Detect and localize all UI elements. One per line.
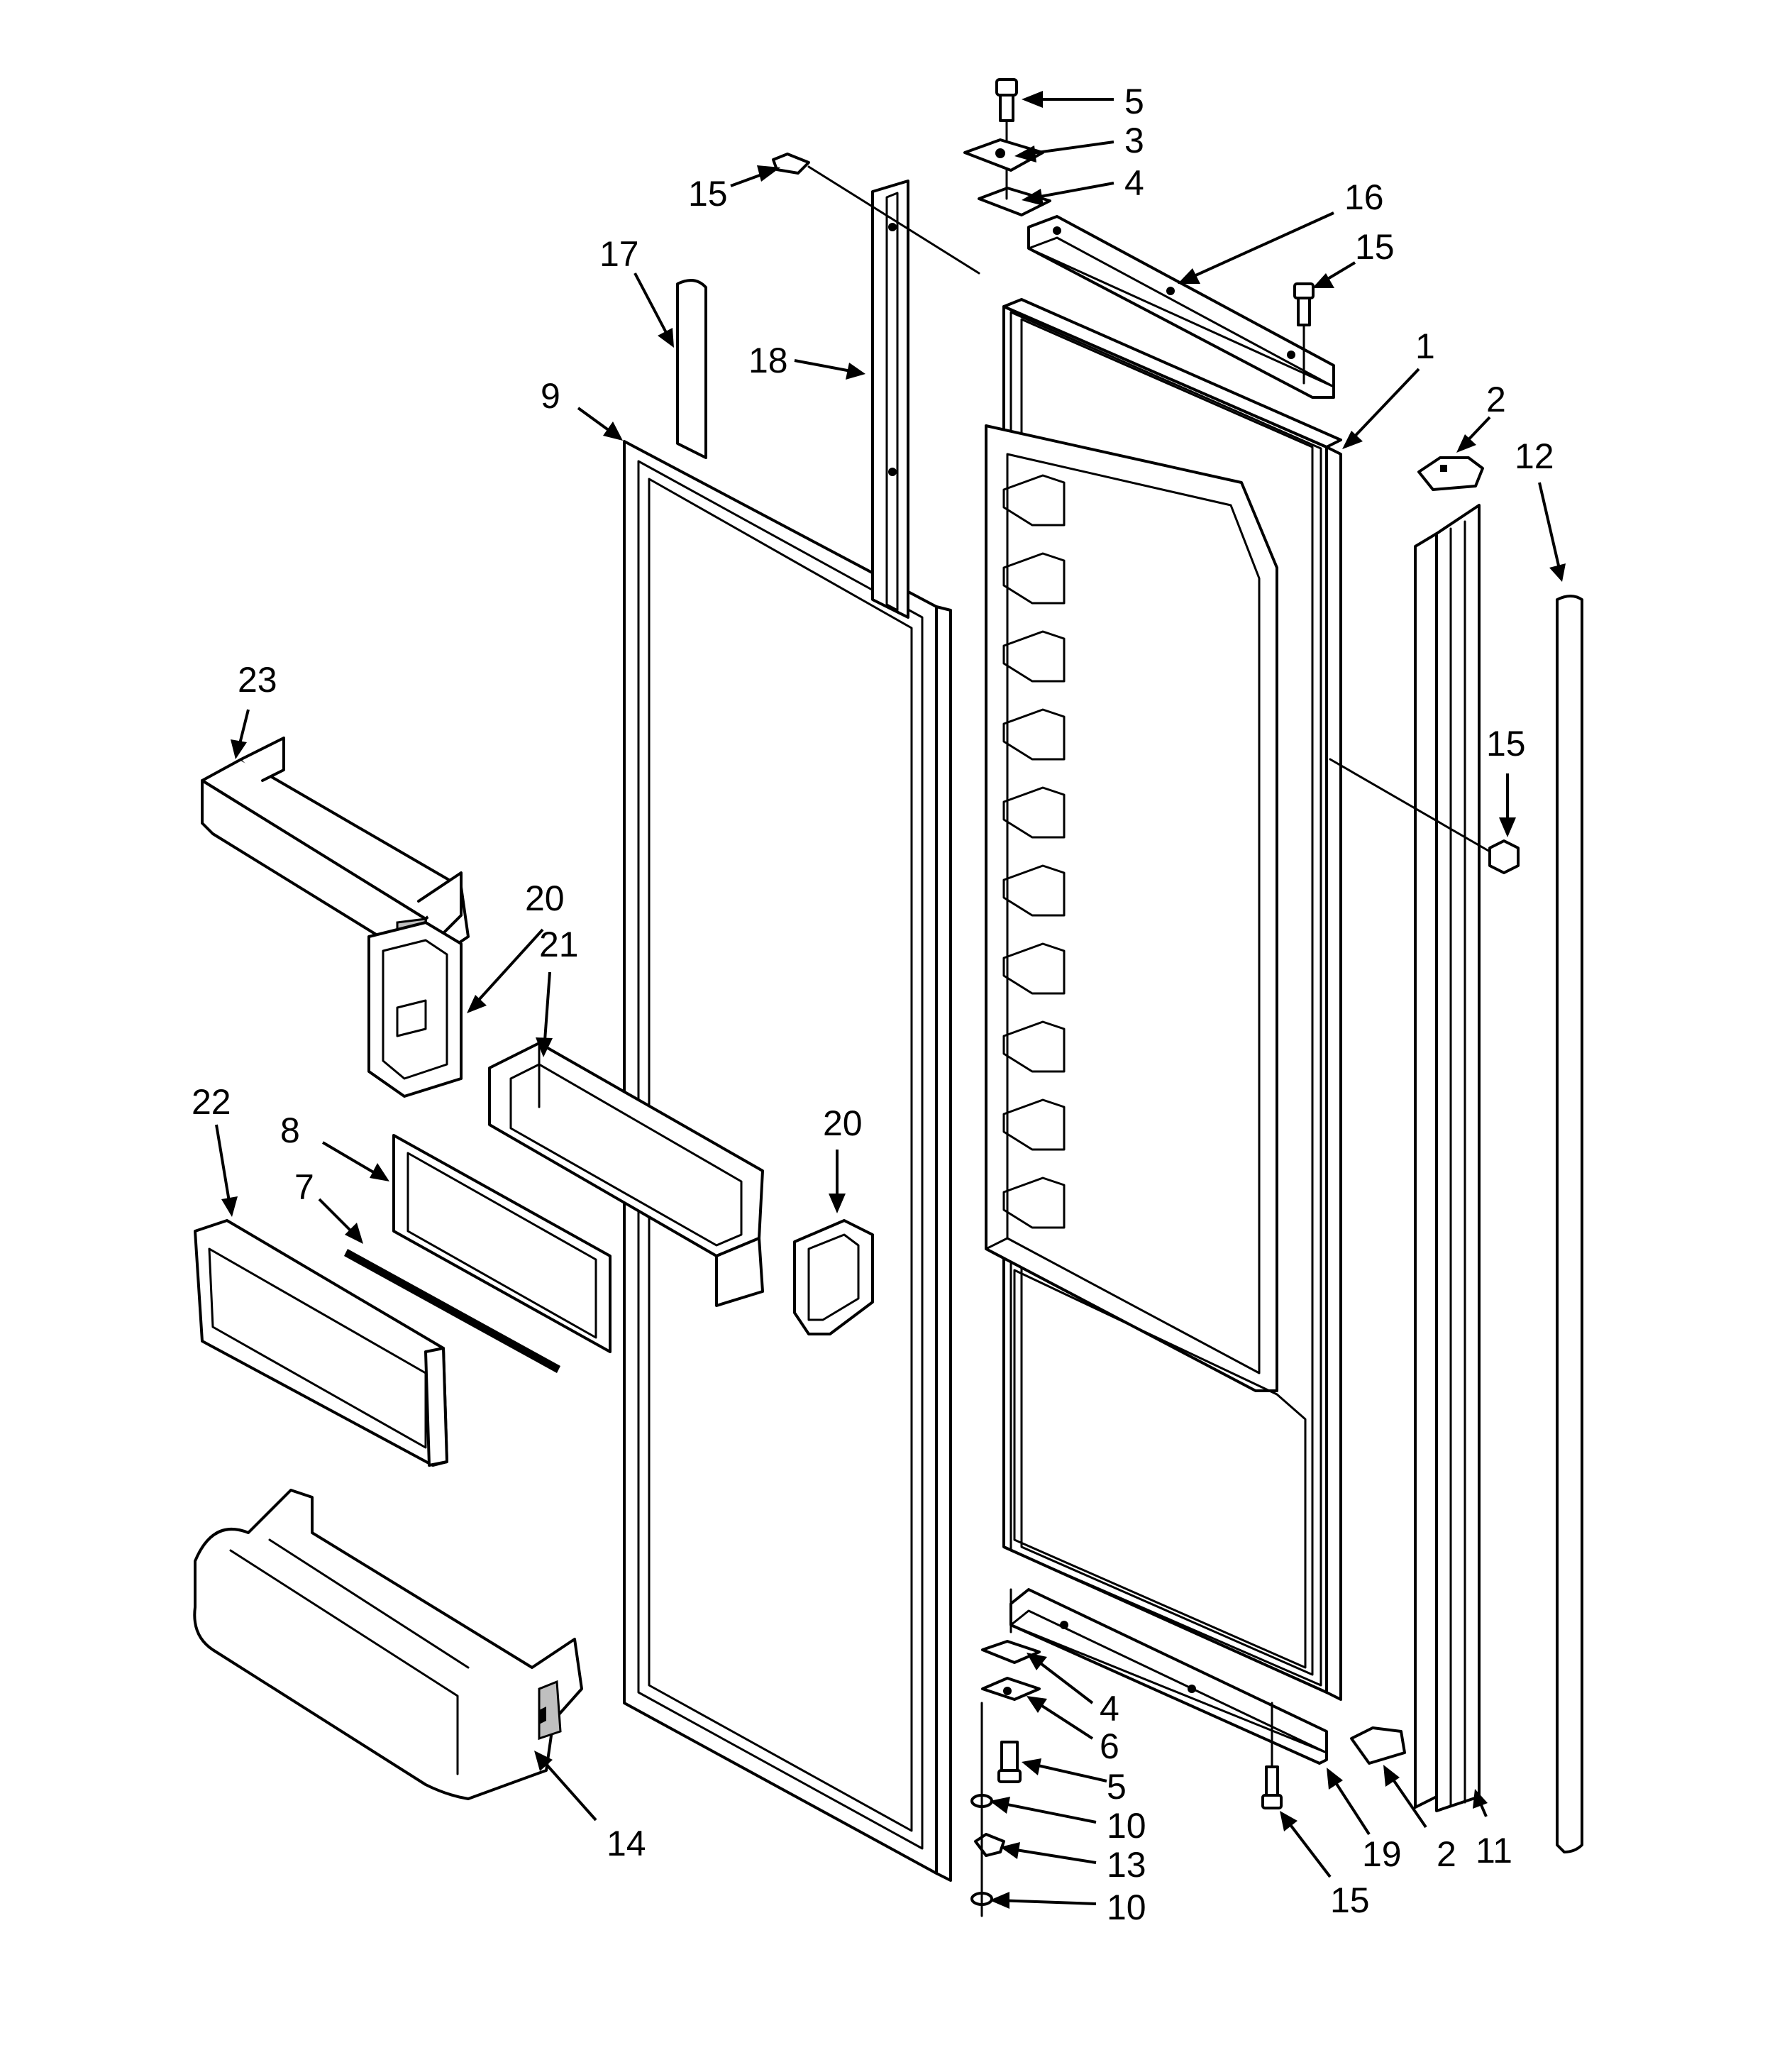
callout-10-lower: 10 [1107, 1888, 1146, 1927]
callout-10-upper: 10 [1107, 1806, 1146, 1846]
callout-14: 14 [607, 1824, 646, 1863]
gasket-frame-part-8 [392, 1134, 612, 1353]
handle-trim-part-17 [676, 279, 707, 459]
hinge-cover-part-2-bottom [1350, 1726, 1406, 1765]
crisper-cover-part-22 [194, 1219, 448, 1467]
callout-15-bottom: 15 [1330, 1880, 1370, 1920]
callout-17: 17 [599, 234, 639, 274]
callout-23: 23 [238, 660, 277, 700]
callout-12: 12 [1515, 436, 1554, 476]
callout-labels: 5 3 4 15 16 15 17 18 9 1 2 12 23 15 20 2… [192, 82, 1554, 1927]
trim-part-11 [1414, 504, 1481, 1812]
callout-15-topright: 15 [1355, 227, 1395, 267]
callout-5-bottom: 5 [1107, 1767, 1127, 1807]
callout-9: 9 [541, 376, 560, 416]
top-hinge-assembly [772, 78, 1335, 399]
bracket-part-20-right [793, 1219, 874, 1335]
callout-16: 16 [1344, 177, 1384, 217]
bottom-hinge-assembly [970, 1588, 1328, 1917]
callout-20-right: 20 [823, 1103, 863, 1143]
callout-7: 7 [294, 1167, 314, 1207]
callout-2-bottom: 2 [1437, 1834, 1456, 1874]
callout-3: 3 [1124, 121, 1144, 160]
hinge-cover-part-2-top [1417, 456, 1484, 491]
callout-20-left: 20 [525, 878, 565, 918]
callout-4-top: 4 [1124, 163, 1144, 203]
callout-11: 11 [1476, 1831, 1512, 1870]
bin-part-23 [201, 737, 470, 967]
callout-6: 6 [1100, 1726, 1119, 1766]
bracket-part-20-left [367, 921, 463, 1098]
trim-strip-part-7 [344, 1249, 560, 1373]
leader-lines [215, 91, 1566, 1909]
callout-8: 8 [280, 1111, 300, 1150]
callout-13: 13 [1107, 1845, 1146, 1885]
callout-2-top: 2 [1486, 380, 1506, 419]
callout-19: 19 [1362, 1834, 1402, 1874]
callout-21: 21 [539, 925, 579, 964]
trim-part-12 [1556, 595, 1583, 1853]
door-panel-part-9 [623, 440, 952, 1882]
handle-part-18 [871, 180, 909, 619]
callout-5-top: 5 [1124, 82, 1144, 121]
callout-18: 18 [748, 341, 788, 380]
shelf-ribs [1002, 474, 1066, 1229]
callout-15-topleft: 15 [688, 174, 728, 214]
screw-15-right [1329, 758, 1520, 874]
callout-15-right: 15 [1486, 724, 1526, 764]
bin-part-14 [193, 1489, 583, 1800]
callout-22: 22 [192, 1082, 231, 1122]
door-liner-part-1 [985, 298, 1342, 1701]
callout-1: 1 [1415, 326, 1435, 366]
callout-4-bottom: 4 [1100, 1689, 1119, 1729]
